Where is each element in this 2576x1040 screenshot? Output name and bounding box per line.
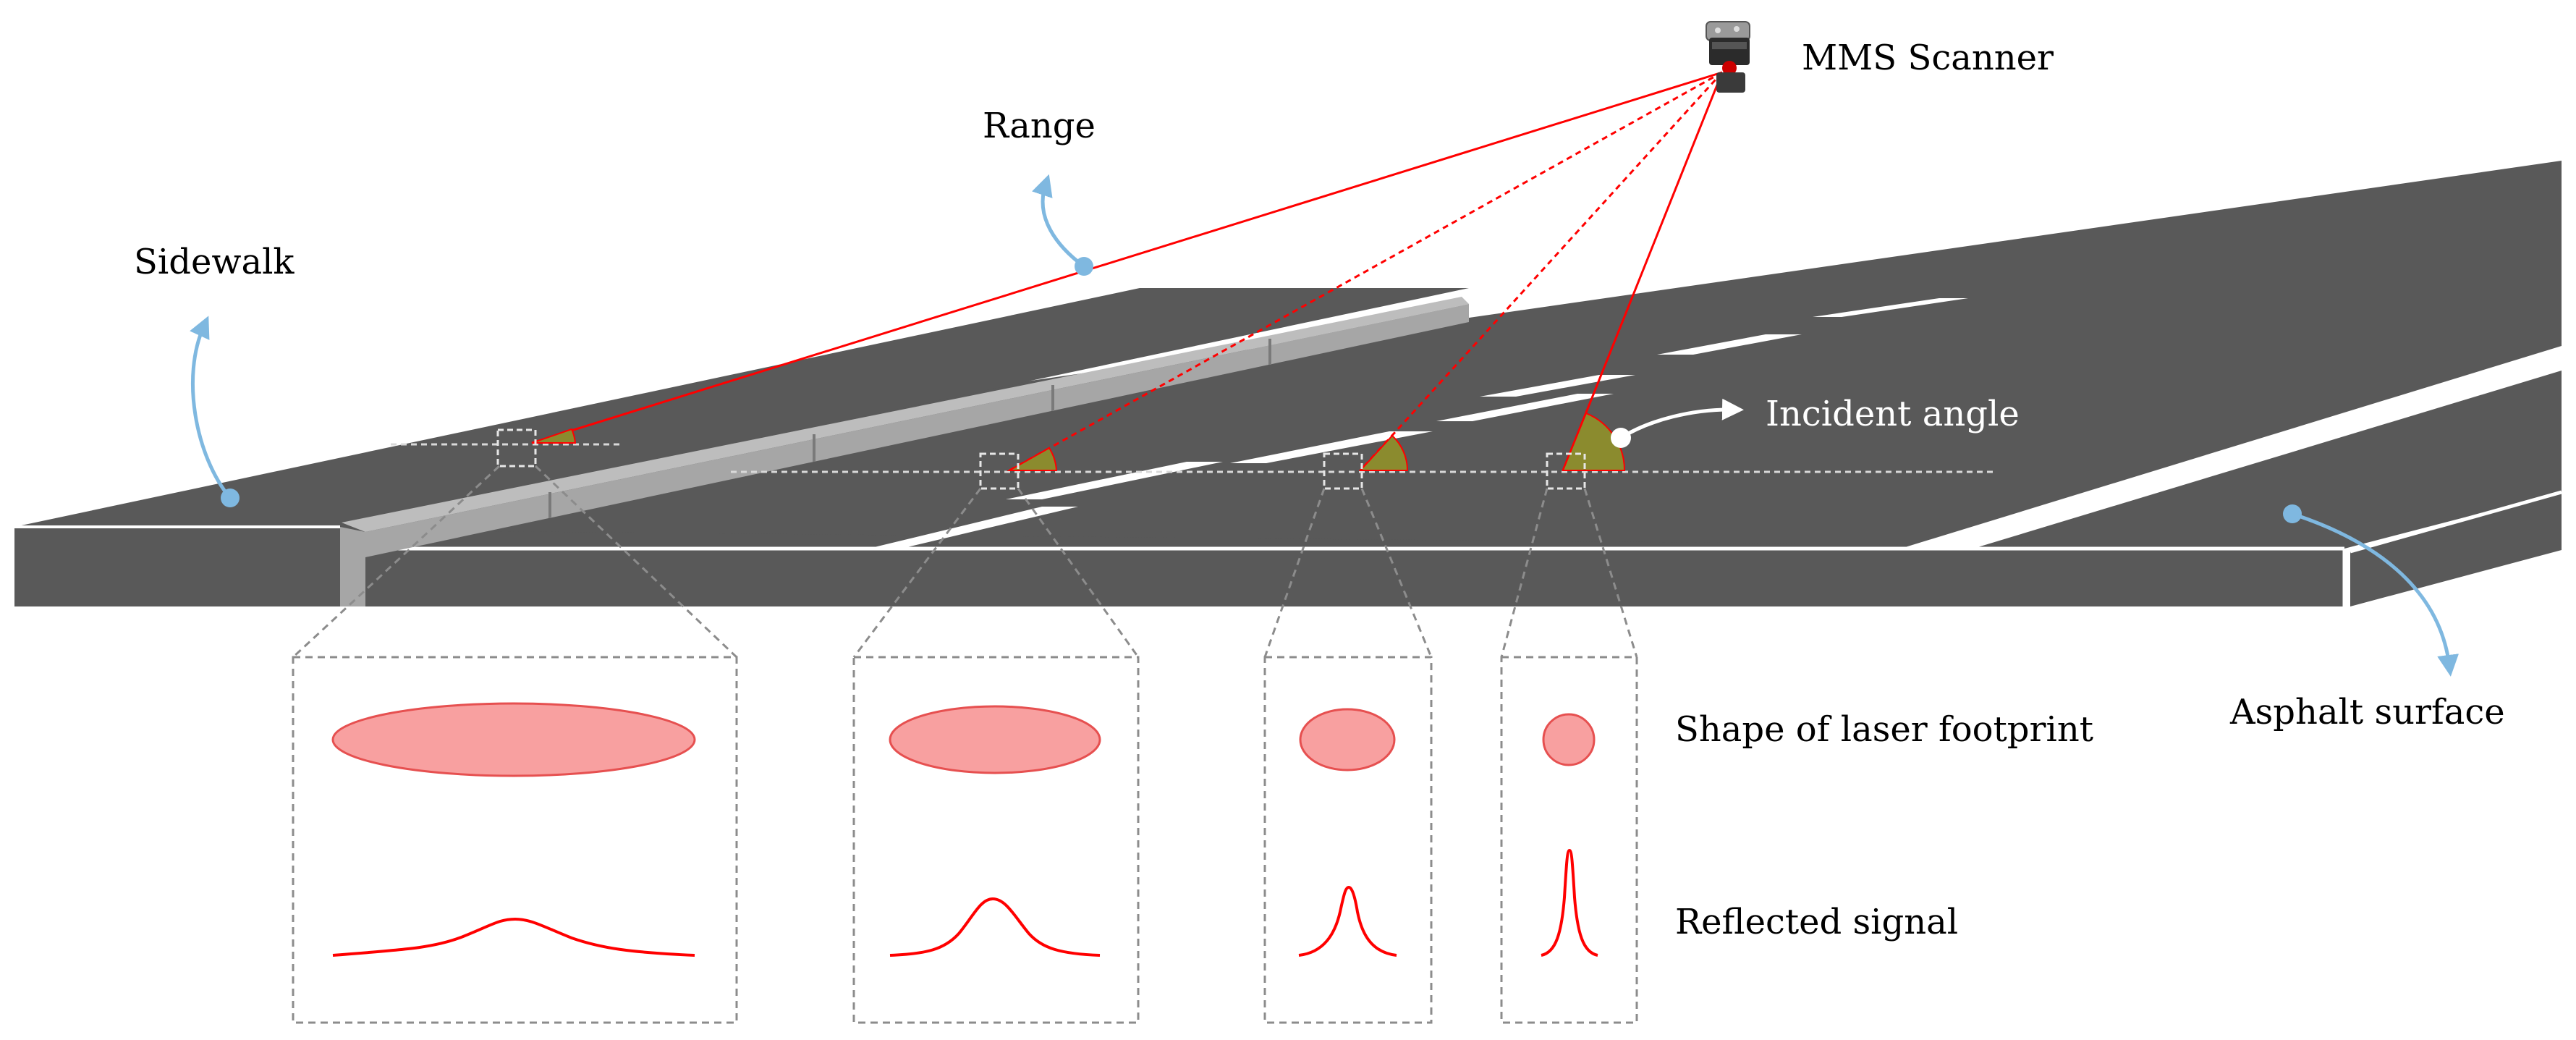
laser-beam-3 — [1359, 71, 1724, 472]
incident-angle-wedges — [531, 412, 1626, 471]
curb-top — [342, 297, 1469, 532]
angle-wedge-3 — [1358, 434, 1409, 471]
signal-curve-2 — [889, 897, 1101, 957]
laser-beams — [531, 71, 1724, 472]
footprint-markers — [496, 428, 1586, 490]
reflected-signal-label: Reflected signal — [1675, 902, 1958, 942]
asphalt-callout-dot — [2283, 504, 2302, 523]
laser-beam-1 — [531, 71, 1723, 444]
edge-line-marking — [1896, 346, 2562, 550]
zoom-panel-4 — [1500, 656, 1638, 1024]
sidewalk-callout-dot — [221, 489, 240, 507]
callout-arrows — [190, 174, 2460, 677]
zoom-panel-2 — [852, 656, 1140, 1024]
road-scene — [14, 161, 2562, 606]
curb-face — [365, 304, 1469, 557]
curb-end — [340, 527, 365, 606]
footprint-ellipse-3 — [1299, 708, 1396, 771]
zoom-connectors — [292, 465, 1638, 659]
footprint-marker-4 — [1546, 452, 1586, 490]
laser-beam-2 — [1009, 71, 1723, 472]
asphalt-surface-label: Asphalt surface — [2229, 692, 2505, 732]
incident-angle-callout-arrow — [1619, 398, 1744, 440]
signal-curve-3 — [1298, 885, 1397, 957]
footprint-marker-3 — [1323, 452, 1363, 490]
road-side-edge — [2350, 490, 2562, 554]
footprint-marker-1 — [496, 428, 537, 468]
footprint-ellipse-1 — [331, 702, 696, 777]
incident-angle-callout-dot — [1611, 428, 1631, 448]
sidewalk-surface — [14, 288, 1469, 527]
asphalt-callout-arrow — [2292, 512, 2460, 677]
range-callout-dot — [1075, 257, 1093, 276]
zoom-panels — [292, 656, 1638, 1024]
sidewalk-callout-arrow — [190, 316, 232, 499]
scanner-label: MMS Scanner — [1802, 38, 2054, 78]
footprint-circle-4 — [1542, 713, 1596, 766]
footprint-ellipse-2 — [889, 705, 1101, 774]
range-callout-arrow — [1032, 174, 1085, 269]
angle-wedge-1 — [531, 428, 577, 444]
lane-markings — [868, 298, 1968, 549]
signal-curve-4 — [1541, 848, 1598, 957]
footprint-marker-2 — [979, 452, 1020, 490]
sidewalk-label: Sidewalk — [134, 242, 295, 282]
angle-wedge-2 — [1007, 447, 1058, 471]
signal-curve-1 — [332, 917, 695, 957]
zoom-panel-3 — [1263, 656, 1433, 1024]
incident-angle-label: Incident angle — [1766, 394, 2020, 434]
lidar-scanner-icon — [1706, 21, 1750, 93]
zoom-panel-1 — [292, 656, 738, 1024]
range-label: Range — [983, 106, 1096, 146]
footprint-shape-label: Shape of laser footprint — [1675, 709, 2093, 750]
laser-beam-4 — [1562, 72, 1724, 471]
